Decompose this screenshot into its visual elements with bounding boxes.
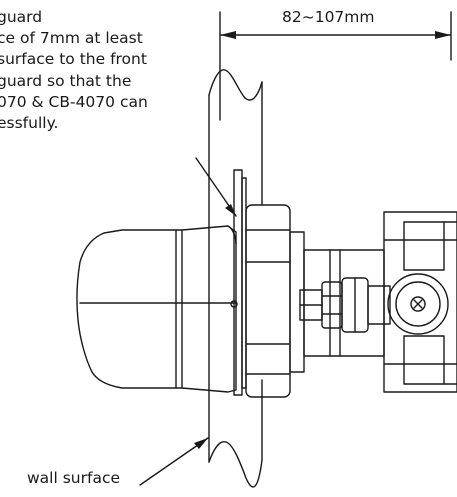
camera-housing (77, 226, 237, 392)
note-leader-arrowhead (225, 204, 236, 216)
dimension-line (220, 12, 451, 120)
callout-note-line: guard (0, 8, 43, 26)
callout-note-line: essfully. (0, 114, 59, 133)
callout-note: guard ce of 7mm at least surface to the … (0, 7, 212, 134)
dimension-label: 82~107mm (282, 8, 375, 26)
callout-note-line: ce of 7mm at least (0, 29, 143, 48)
callout-note-line: surface to the front (0, 50, 147, 69)
mounting-bracket (304, 212, 457, 392)
wall-surface-label: wall surface (27, 469, 120, 487)
pipe-fitting (300, 278, 390, 332)
wall-section (209, 70, 262, 487)
mounting-flange (246, 205, 304, 397)
callout-note-line: 070 & CB-4070 can (0, 92, 148, 111)
wall-leader-arrowhead (194, 438, 208, 449)
valve-nut (388, 274, 448, 334)
callout-note-line: guard so that the (0, 71, 132, 90)
